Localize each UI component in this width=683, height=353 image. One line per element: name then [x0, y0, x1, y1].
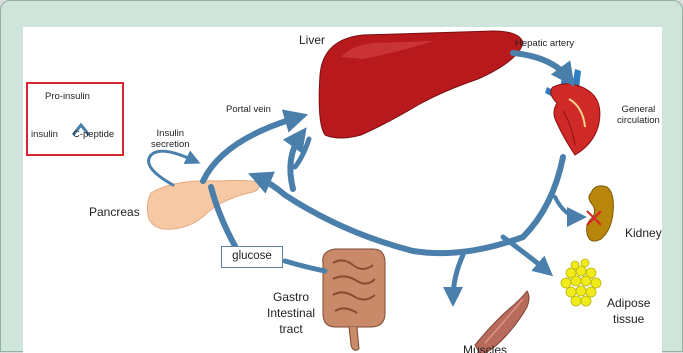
insulin-secretion-label: Insulin secretion	[151, 128, 190, 150]
liver-shape	[319, 31, 523, 138]
gastro-line3: tract	[267, 321, 315, 337]
arrow-to-muscles	[453, 255, 463, 299]
gastro-intestinal-label: Gastro Intestinal tract	[267, 289, 315, 337]
arrow-hepatic-artery	[513, 53, 569, 79]
arrow-to-adipose	[503, 237, 547, 271]
liver-label: Liver	[299, 33, 325, 47]
intestine-shape	[323, 249, 385, 350]
adipose-tissue-label: Adipose tissue	[607, 295, 650, 327]
gastro-line1: Gastro	[267, 289, 315, 305]
general-circulation-line1: General	[617, 104, 660, 115]
heart-shape	[545, 69, 600, 155]
hepatic-artery-label: Hepatic artery	[515, 38, 574, 49]
general-circulation-label: General circulation	[617, 104, 660, 126]
adipose-cluster	[561, 259, 601, 306]
arrow-gut-glucose	[285, 261, 325, 271]
adipose-line1: Adipose	[607, 295, 650, 311]
arrow-insulin-secretion	[149, 151, 195, 185]
insulin-secretion-line2: secretion	[151, 139, 190, 150]
kidney-label: Kidney	[625, 226, 662, 240]
arrow-to-kidney	[555, 197, 579, 217]
adipose-line2: tissue	[607, 311, 650, 327]
arrow-portal-vein	[203, 117, 299, 181]
c-peptide-label: C-peptide	[73, 129, 114, 140]
diagram-panel: Pro-insulin insulin C-peptide Liver Hepa…	[23, 27, 662, 353]
insulin-secretion-line1: Insulin	[151, 128, 190, 139]
glucose-box: glucose	[221, 246, 283, 268]
insulin-label: insulin	[31, 129, 58, 140]
portal-vein-label: Portal vein	[226, 104, 271, 115]
pro-insulin-label: Pro-insulin	[45, 91, 90, 102]
gastro-line2: Intestinal	[267, 305, 315, 321]
pancreas-shape	[147, 180, 259, 229]
pancreas-label: Pancreas	[89, 205, 140, 219]
arrow-general-circulation	[257, 157, 563, 253]
general-circulation-line2: circulation	[617, 115, 660, 126]
insulin-pathway-diagram	[23, 27, 662, 353]
